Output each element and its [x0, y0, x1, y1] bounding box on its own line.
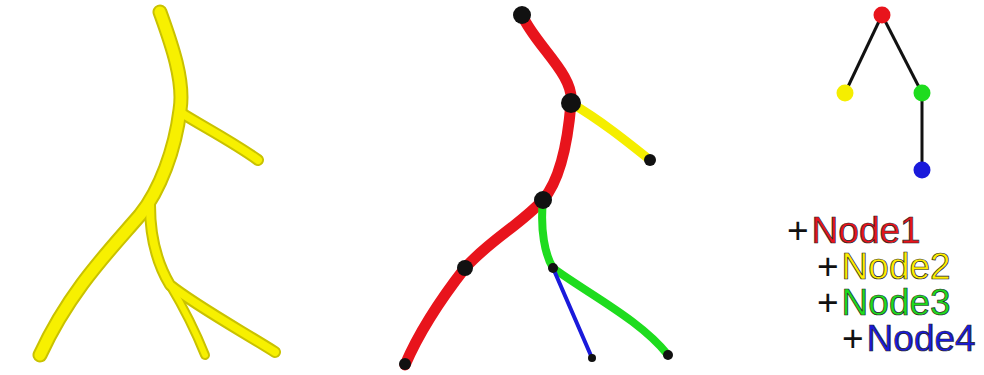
tree-link: [845, 15, 882, 93]
vessel-fill: [40, 12, 275, 355]
junction-dot: [663, 350, 673, 360]
tree-node-green: [914, 85, 931, 102]
tree-node-label: Node2: [842, 248, 951, 285]
junction-dot: [644, 154, 656, 166]
segmented-vessel-tree: [399, 6, 673, 370]
junction-dot: [399, 358, 411, 370]
junction-dot: [534, 191, 552, 209]
vessel-branch: [170, 285, 205, 355]
tree-node-label: Node1: [812, 212, 921, 249]
tree-node-yellow: [837, 85, 854, 102]
junction-dots: [399, 6, 673, 370]
plus-sign: +: [787, 212, 809, 249]
vessel-branch: [150, 205, 275, 352]
segment-red: [405, 15, 571, 365]
tree-graph: [837, 7, 931, 179]
tree-links: [845, 15, 922, 170]
vessel-outline: [40, 12, 275, 355]
junction-dot: [561, 93, 581, 113]
yellow-vessel-tree: [40, 12, 275, 355]
tree-node-label: Node4: [867, 320, 976, 357]
tree-node-red: [874, 7, 891, 24]
vessel-branch: [150, 205, 275, 352]
segment-blue: [553, 268, 592, 358]
vessel-branch: [180, 112, 258, 160]
vessel-branch: [180, 112, 258, 160]
vessel-trunk: [40, 12, 181, 355]
junction-dot: [457, 260, 473, 276]
tree-link: [921, 93, 924, 170]
tree-link: [882, 15, 922, 93]
junction-dot: [588, 354, 596, 362]
tree-node-label: Node3: [842, 284, 951, 321]
junction-dot: [548, 263, 558, 273]
tree-node-blue: [914, 162, 931, 179]
plus-sign: +: [817, 284, 839, 321]
segment-yellow: [571, 103, 650, 160]
plus-sign: +: [842, 320, 864, 357]
vessel-trunk: [40, 12, 181, 355]
plus-sign: +: [817, 248, 839, 285]
segment-green: [542, 200, 668, 355]
junction-dot: [513, 6, 531, 24]
